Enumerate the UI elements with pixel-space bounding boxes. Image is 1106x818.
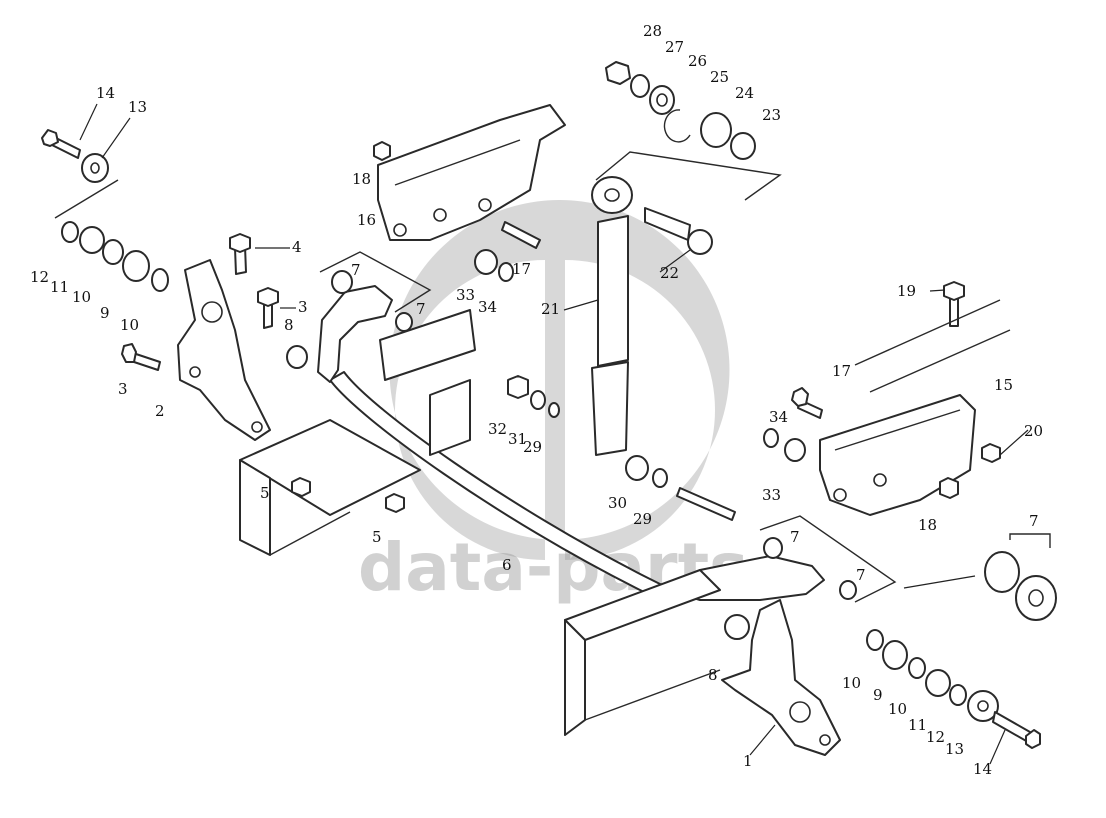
callout-8: 8 (284, 316, 294, 334)
callout-17: 17 (832, 362, 851, 380)
leader-panels (319, 251, 1011, 603)
callout-16: 16 (357, 211, 376, 229)
callout-9: 9 (873, 686, 883, 704)
callout-33: 33 (762, 486, 781, 504)
callout-18: 18 (918, 516, 937, 534)
nuts-and-washers (286, 141, 1001, 640)
callout-4: 4 (292, 238, 302, 256)
callout-9: 9 (100, 304, 110, 322)
upper-left-mount (377, 104, 566, 241)
shock-absorber (591, 176, 633, 456)
callout-13: 13 (945, 740, 964, 758)
shock-upper-pin (644, 207, 713, 255)
callout-17: 17 (512, 260, 531, 278)
callout-20: 20 (1024, 422, 1043, 440)
callout-34: 34 (769, 408, 788, 426)
callout-27: 27 (665, 38, 684, 56)
callout-7: 7 (1029, 512, 1039, 530)
left-knuckle-bracket (177, 259, 271, 441)
callout-2: 2 (155, 402, 165, 420)
callout-15: 15 (994, 376, 1013, 394)
callout-10: 10 (842, 674, 861, 692)
callout-10: 10 (888, 700, 907, 718)
callout-28: 28 (643, 22, 662, 40)
right-knuckle-bracket (721, 599, 841, 756)
callout-22: 22 (660, 264, 679, 282)
callout-6: 6 (502, 556, 512, 574)
callout-14: 14 (96, 84, 115, 102)
callout-24: 24 (735, 84, 754, 102)
callout-12: 12 (926, 728, 945, 746)
callout-32: 32 (488, 420, 507, 438)
callout-31: 31 (508, 430, 527, 448)
assorted-bolts (121, 221, 965, 521)
callout-3: 3 (118, 380, 128, 398)
callout-23: 23 (762, 106, 781, 124)
callout-14: 14 (973, 760, 992, 778)
callout-33: 33 (456, 286, 475, 304)
callout-29: 29 (523, 438, 542, 456)
callout-8: 8 (708, 666, 718, 684)
callout-10: 10 (72, 288, 91, 306)
callout-25: 25 (710, 68, 729, 86)
watermark-logo (389, 200, 730, 560)
left-frame-bracket (239, 309, 476, 556)
leader-lines (79, 103, 1029, 765)
callout-3: 3 (298, 298, 308, 316)
upper-right-mount (819, 394, 976, 516)
callout-29: 29 (633, 510, 652, 528)
callout-19: 19 (897, 282, 916, 300)
callout-30: 30 (608, 494, 627, 512)
callout-5: 5 (372, 528, 382, 546)
callout-12: 12 (30, 268, 49, 286)
callout-18: 18 (352, 170, 371, 188)
right-hardware-stack (866, 629, 1041, 749)
callout-5: 5 (260, 484, 270, 502)
callout-13: 13 (128, 98, 147, 116)
callout-7: 7 (856, 566, 866, 584)
left-hardware-stack (41, 129, 169, 292)
bushing-detail (903, 533, 1057, 621)
callout-11: 11 (50, 278, 69, 296)
callout-11: 11 (908, 716, 927, 734)
callout-10: 10 (120, 316, 139, 334)
upper-hardware-cluster (595, 61, 782, 201)
callout-7: 7 (790, 528, 800, 546)
callout-7: 7 (351, 261, 361, 279)
callout-26: 26 (688, 52, 707, 70)
callout-21: 21 (541, 300, 560, 318)
callout-7: 7 (416, 300, 426, 318)
callout-34: 34 (478, 298, 497, 316)
callout-labels: 1413121110910438325567718163334172122282… (30, 22, 1043, 778)
callout-1: 1 (743, 752, 753, 770)
right-frame-rail (564, 569, 721, 736)
